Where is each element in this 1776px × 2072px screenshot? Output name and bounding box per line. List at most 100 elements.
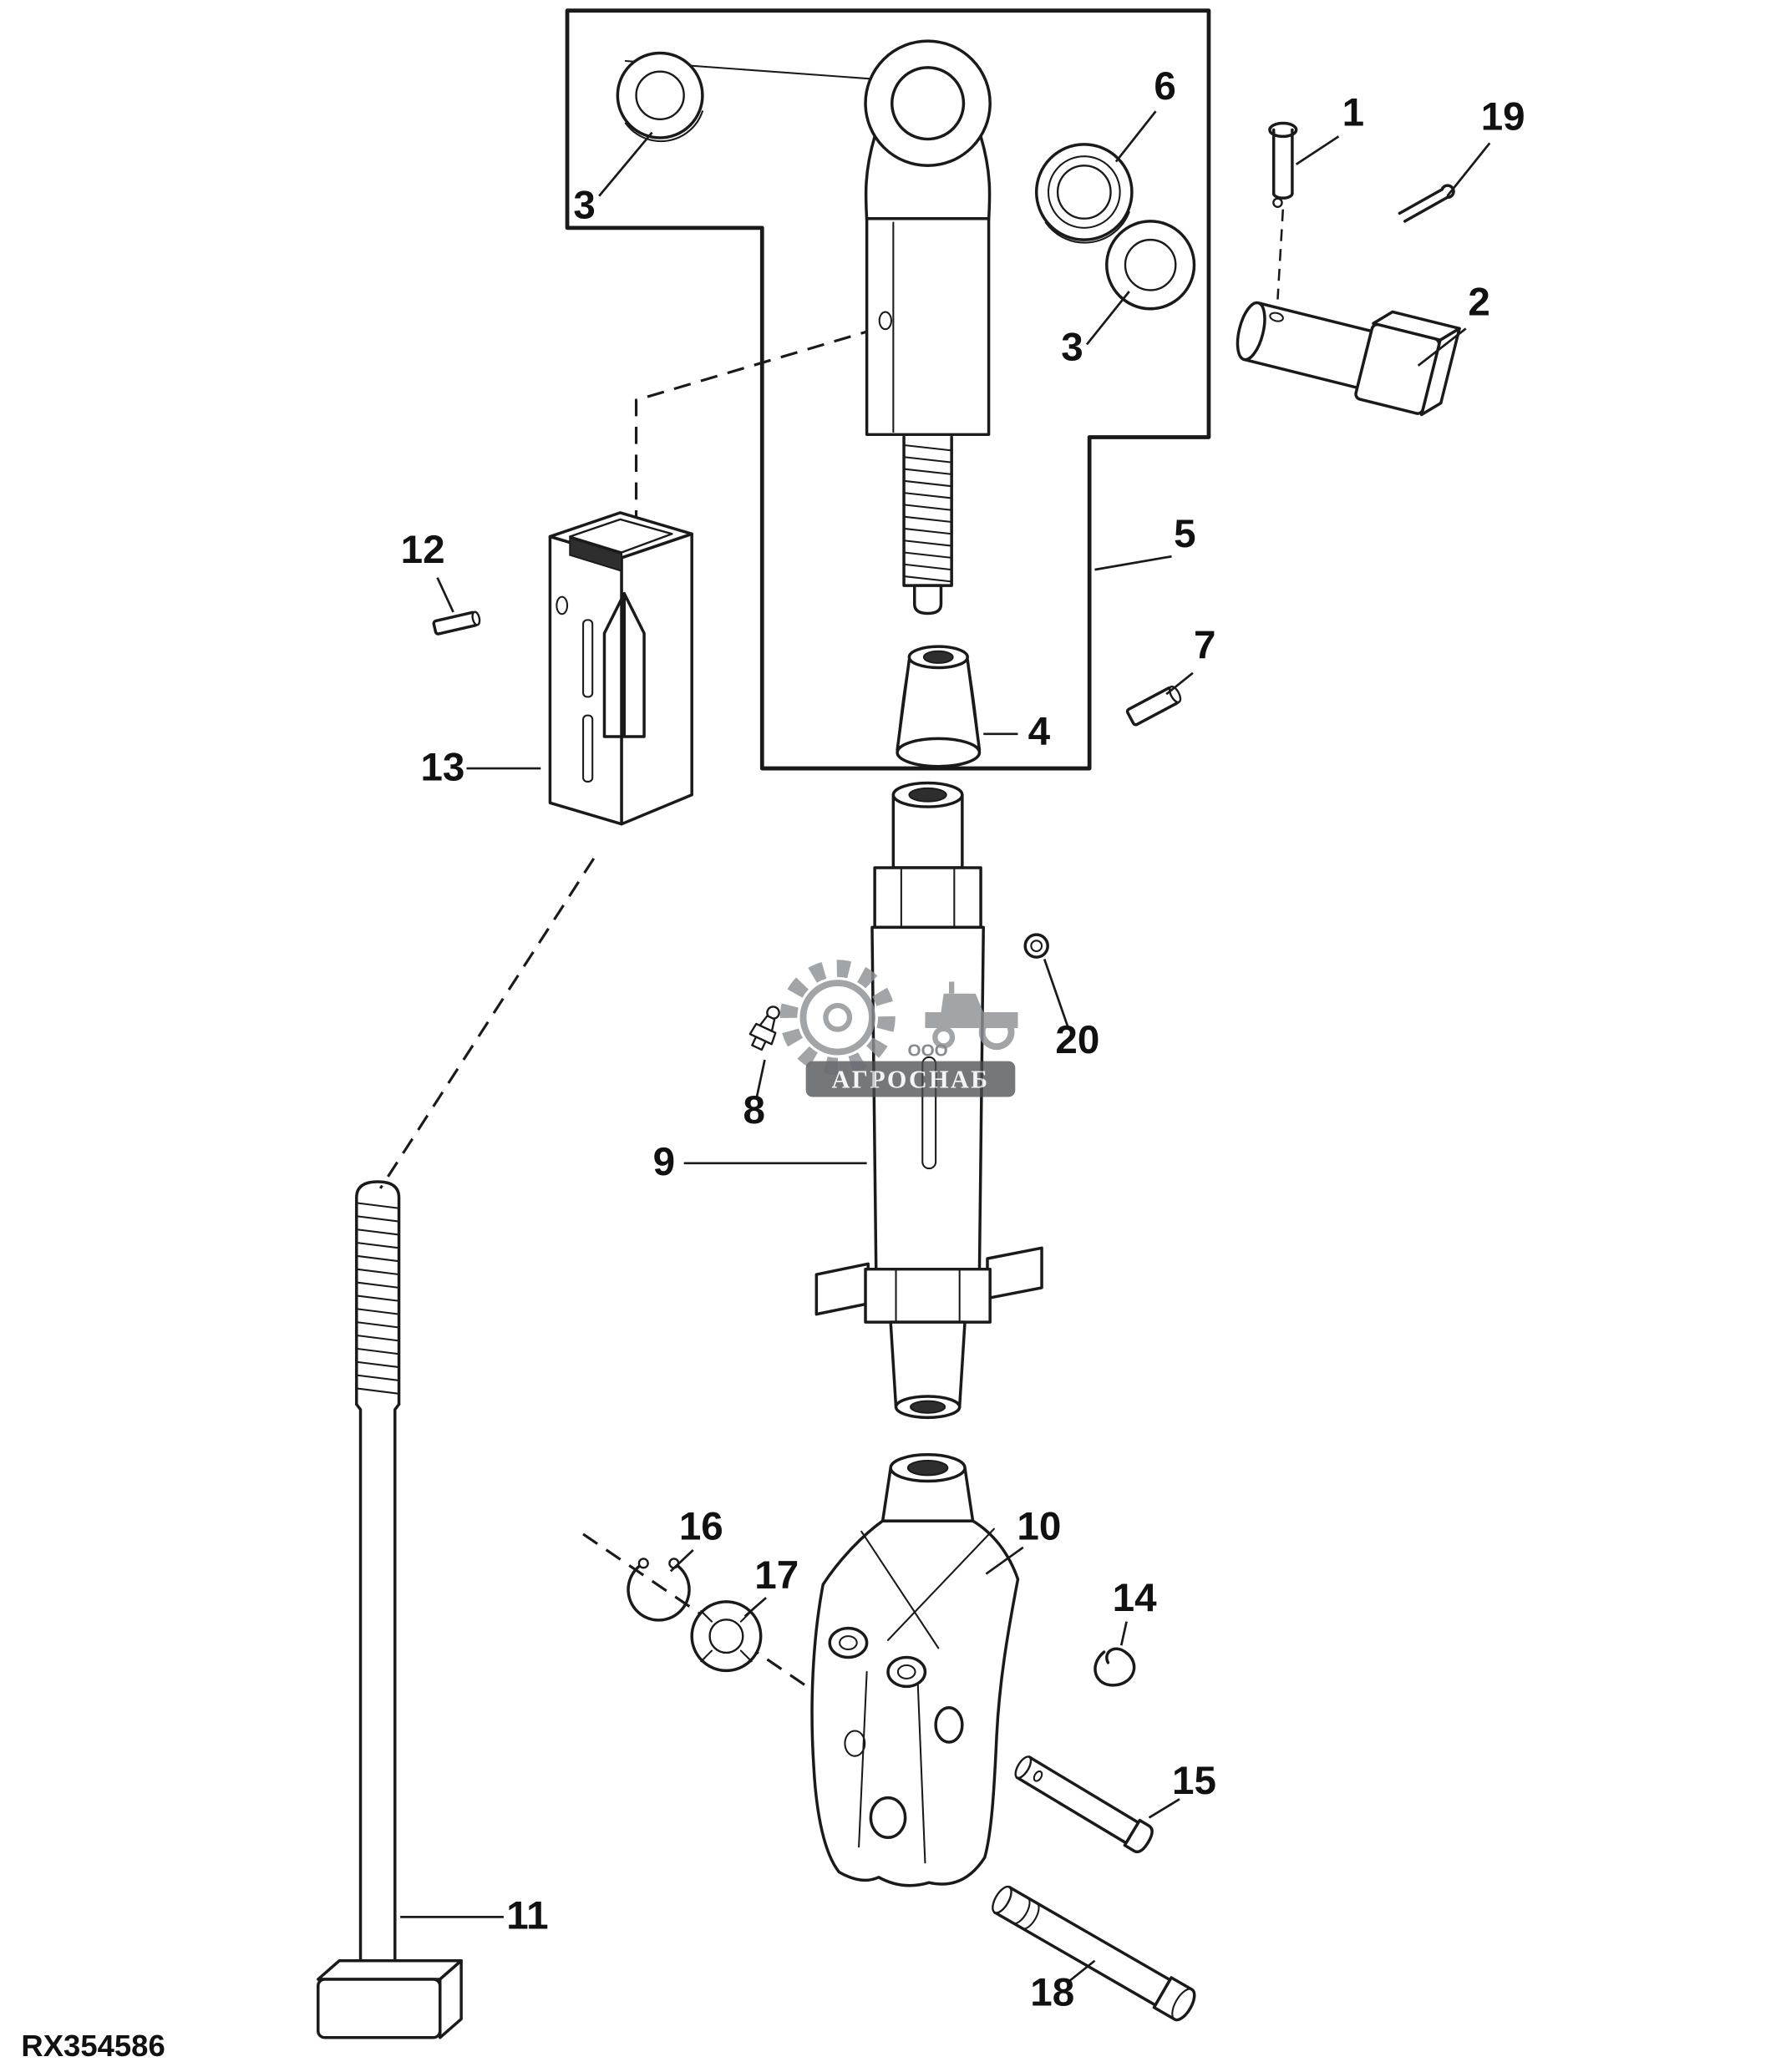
side-hole bbox=[934, 1706, 964, 1744]
socket-13-drawing bbox=[548, 511, 693, 826]
callout-14-spring-clip: 14 bbox=[1113, 1576, 1157, 1646]
leader-line bbox=[1043, 959, 1070, 1029]
leader-line bbox=[1417, 327, 1467, 367]
o-ring-20-drawing bbox=[1023, 933, 1049, 959]
lower-hex bbox=[864, 1267, 992, 1324]
callout-label: 1 bbox=[1342, 91, 1364, 135]
leader-line bbox=[1295, 135, 1340, 165]
pin-cross-hole bbox=[1033, 1770, 1043, 1782]
snout bbox=[889, 1320, 967, 1409]
callout-5-end-assembly: 5 bbox=[1094, 512, 1196, 571]
pivot-pin-18-drawing bbox=[992, 1885, 1196, 2022]
callout-label: 19 bbox=[1481, 94, 1525, 139]
leader-line bbox=[985, 1546, 1024, 1575]
pin-head bbox=[1123, 1818, 1154, 1854]
pin-head bbox=[1268, 121, 1298, 139]
block-pin-2-drawing bbox=[1236, 301, 1461, 417]
cotter-pin-19-drawing bbox=[1398, 184, 1455, 223]
watermark-logo: ООО АГРОСНАБ bbox=[779, 960, 1018, 1097]
callout-12-roll-pin: 12 bbox=[401, 528, 454, 613]
bushing-6-drawing bbox=[1034, 143, 1134, 244]
washer-hatch bbox=[700, 1609, 753, 1663]
eye-hole bbox=[891, 66, 966, 141]
callout-4-cone-bushing: 4 bbox=[983, 710, 1051, 754]
leader-line bbox=[1446, 142, 1491, 197]
leader-line bbox=[1114, 110, 1157, 163]
bolt-head-front bbox=[317, 1978, 442, 2039]
callout-6-bushing: 6 bbox=[1114, 64, 1176, 163]
callout-label: 14 bbox=[1113, 1576, 1157, 1620]
washer-3-lower-drawing bbox=[1105, 220, 1196, 311]
snout-bore bbox=[910, 1400, 946, 1414]
cone-bore bbox=[922, 650, 954, 664]
top-clevis-drawing bbox=[864, 39, 992, 616]
thread-lines bbox=[903, 443, 953, 583]
grease-fitting-8-drawing bbox=[748, 1006, 780, 1051]
leader-line bbox=[598, 131, 653, 197]
callout-label: 3 bbox=[1061, 325, 1083, 369]
callout-9-link-body: 9 bbox=[653, 1140, 867, 1184]
left-lock-tab bbox=[814, 1262, 870, 1316]
snap-ring-16-drawing bbox=[627, 1558, 691, 1622]
callout-label: 9 bbox=[653, 1140, 675, 1184]
socket-opening-wall bbox=[569, 536, 623, 572]
callout-label: 7 bbox=[1194, 623, 1215, 667]
clevis-pin-1-drawing bbox=[1268, 121, 1298, 208]
cross-boss-b bbox=[886, 1655, 927, 1689]
callout-11-t-bolt: 11 bbox=[400, 1894, 549, 1938]
callout-10-knuckle: 10 bbox=[985, 1504, 1061, 1575]
leader-line bbox=[1085, 291, 1130, 346]
callout-16-snap-ring: 16 bbox=[669, 1504, 723, 1573]
clevis-pin-hole bbox=[878, 311, 892, 331]
socket-wedge bbox=[602, 591, 646, 738]
bolt-thread-lines bbox=[355, 1202, 400, 1395]
callout-3-upper-washer: 3 bbox=[573, 131, 653, 228]
callout-label: 8 bbox=[743, 1088, 765, 1132]
callout-18-pivot-pin: 18 bbox=[1030, 1959, 1096, 2015]
leader-line bbox=[755, 1059, 766, 1097]
spring-clip-14-drawing bbox=[1094, 1647, 1136, 1687]
pin-grooves bbox=[1012, 1897, 1040, 1930]
callout-7-roll-pin: 7 bbox=[1165, 623, 1215, 696]
callout-19-cotter-pin: 19 bbox=[1446, 94, 1525, 197]
barrel bbox=[870, 925, 985, 1271]
cross-boss-a bbox=[828, 1626, 869, 1659]
leader-line bbox=[1067, 1959, 1096, 1983]
callout-label: 2 bbox=[1468, 281, 1489, 325]
callout-20-o-ring: 20 bbox=[1043, 959, 1099, 1062]
callout-17-washer: 17 bbox=[743, 1553, 799, 1618]
assembly-axis-lines bbox=[379, 209, 1285, 1771]
stud-tip bbox=[912, 584, 943, 616]
callout-15-pin: 15 bbox=[1148, 1759, 1216, 1819]
leader-line bbox=[1119, 1621, 1128, 1646]
callout-label: 11 bbox=[506, 1894, 548, 1938]
clevis-block bbox=[865, 216, 991, 437]
callout-label: 10 bbox=[1017, 1504, 1061, 1548]
watermark-name: АГРОСНАБ bbox=[832, 1065, 990, 1093]
callout-3-lower-washer: 3 bbox=[1061, 291, 1130, 369]
axis-pin1-to-block bbox=[1276, 209, 1285, 300]
callout-label: 12 bbox=[401, 528, 445, 572]
callout-label: 20 bbox=[1055, 1018, 1099, 1062]
leader-line bbox=[1148, 1798, 1180, 1819]
cone-bushing-4-drawing bbox=[896, 645, 982, 768]
leader-line bbox=[1094, 555, 1172, 571]
square-end-front bbox=[1354, 322, 1441, 415]
pin-15-drawing bbox=[1014, 1755, 1154, 1854]
washer-17-drawing bbox=[690, 1600, 763, 1673]
right-lock-tab bbox=[986, 1246, 1043, 1300]
callout-8-grease-fitting: 8 bbox=[743, 1059, 766, 1132]
neck-bore bbox=[906, 1459, 949, 1477]
detail-boundary-box bbox=[565, 8, 1211, 771]
callout-label: 3 bbox=[573, 184, 595, 228]
callout-label: 17 bbox=[754, 1553, 799, 1598]
callout-label: 5 bbox=[1174, 512, 1195, 556]
callout-2-block-pin: 2 bbox=[1417, 281, 1490, 367]
callout-label: 6 bbox=[1154, 64, 1175, 109]
socket-right-face bbox=[620, 532, 693, 826]
zerk-hex bbox=[748, 1022, 777, 1046]
leader-line bbox=[669, 1549, 694, 1573]
callout-label: 13 bbox=[420, 745, 464, 789]
